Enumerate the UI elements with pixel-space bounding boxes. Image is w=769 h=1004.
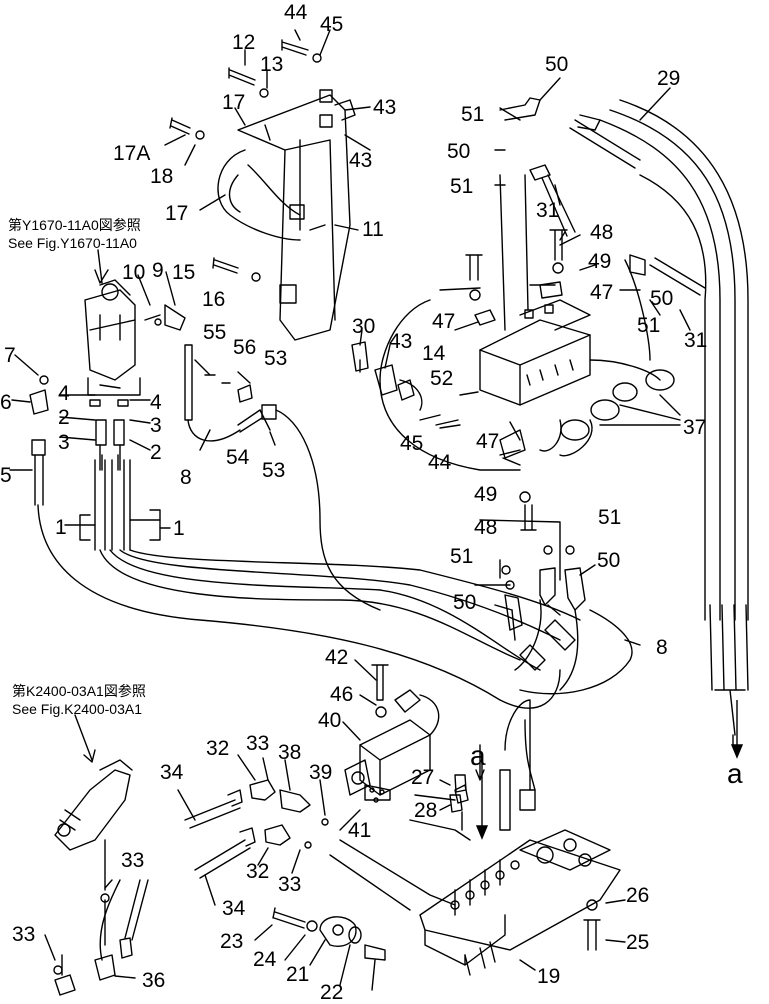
part-label: 48	[590, 221, 614, 244]
part-label: 51	[598, 506, 622, 529]
part-label: 11	[362, 218, 384, 241]
part-label: 6	[0, 391, 12, 414]
part-label: 43	[389, 330, 413, 353]
part-label: 1	[173, 517, 185, 540]
part-label: 53	[264, 347, 288, 370]
part-label: 4	[58, 382, 70, 405]
part-label: 19	[537, 965, 561, 988]
part-label: 51	[450, 175, 474, 198]
part-label: 1	[55, 516, 67, 539]
part-label: 27	[411, 766, 435, 789]
part-label: 28	[414, 799, 438, 822]
part-label: 31	[684, 329, 708, 352]
part-label: 50	[650, 287, 674, 310]
part-label: 33	[121, 849, 145, 872]
part-label: 38	[278, 741, 302, 764]
part-label: 50	[447, 140, 471, 163]
part-label: 45	[400, 432, 424, 455]
part-label: 51	[461, 103, 485, 126]
part-label: 50	[597, 549, 621, 572]
part-label: 31	[536, 199, 560, 222]
part-label: 25	[626, 931, 650, 954]
part-label: 42	[325, 646, 349, 669]
part-label: 47	[432, 310, 456, 333]
valve-block-14	[479, 319, 591, 406]
part-label: 15	[172, 261, 196, 284]
part-label: 5	[0, 464, 12, 487]
part-label: 51	[637, 314, 661, 337]
part-label: 16	[202, 288, 226, 311]
part-label: 32	[246, 860, 270, 883]
part-label: 41	[348, 819, 372, 842]
part-label: 52	[430, 367, 454, 390]
part-label: 2	[58, 406, 70, 429]
part-label: 37	[683, 416, 707, 439]
valve-body-left	[84, 289, 136, 381]
reference-note-2-en: See Fig.K2400-03A1	[12, 701, 142, 717]
part-label: 51	[450, 545, 474, 568]
part-label: 2	[150, 441, 162, 464]
bracket-11	[237, 94, 351, 341]
part-label: 3	[58, 431, 70, 454]
part-label: 14	[422, 342, 446, 365]
part-label: 49	[588, 250, 612, 273]
part-label: 26	[626, 884, 650, 907]
part-label: 47	[476, 430, 500, 453]
part-label: 9	[152, 259, 164, 282]
part-label: 33	[246, 732, 270, 755]
part-label: 13	[260, 53, 284, 76]
part-label: 33	[278, 873, 302, 896]
part-label: 50	[453, 591, 477, 614]
reference-note-1-jp: 第Y1670-11A0図参照	[8, 217, 141, 233]
part-label: 12	[232, 31, 256, 54]
part-label: 17	[165, 202, 189, 225]
part-label: 22	[320, 981, 344, 1004]
part-label: 40	[318, 709, 342, 732]
solenoid-valve-40	[359, 719, 431, 796]
part-label: 33	[12, 923, 36, 946]
part-label: 45	[320, 13, 344, 36]
part-label: 50	[545, 53, 569, 76]
part-label: 18	[150, 165, 174, 188]
part-label: 4	[150, 391, 162, 414]
part-label: 48	[474, 516, 498, 539]
part-label: 44	[428, 451, 452, 474]
arrow-label-a: a	[727, 758, 743, 789]
part-label: 17	[222, 91, 246, 114]
reference-note-2-jp: 第K2400-03A1図参照	[12, 683, 146, 699]
part-label: 54	[226, 446, 250, 469]
part-label: 8	[180, 466, 192, 489]
part-label: 7	[4, 344, 16, 367]
part-label: 46	[330, 683, 354, 706]
part-label: 44	[284, 1, 308, 24]
part-label: 49	[474, 483, 498, 506]
part-label: 36	[142, 969, 166, 992]
part-label: 8	[656, 636, 668, 659]
part-label: 39	[309, 761, 333, 784]
part-label: 24	[253, 948, 277, 971]
part-label: 30	[352, 315, 376, 338]
part-label: 23	[220, 930, 244, 953]
part-label: 34	[160, 761, 184, 784]
part-label: 10	[122, 261, 146, 284]
part-label: 47	[590, 281, 614, 304]
valve-body-bottom-left	[54, 769, 131, 851]
part-label: 34	[222, 897, 246, 920]
arrow-label-a: a	[470, 740, 486, 771]
part-label: 56	[233, 336, 257, 359]
part-label: 43	[349, 149, 373, 172]
part-label: 3	[150, 414, 162, 437]
part-label: 32	[206, 737, 230, 760]
part-label: 17A	[113, 142, 151, 165]
reference-note-1-en: See Fig.Y1670-11A0	[8, 235, 137, 251]
part-label: 29	[657, 67, 681, 90]
part-label: 55	[203, 321, 227, 344]
part-label: 53	[262, 459, 286, 482]
part-label: 21	[286, 963, 310, 986]
part-label: 43	[373, 96, 397, 119]
